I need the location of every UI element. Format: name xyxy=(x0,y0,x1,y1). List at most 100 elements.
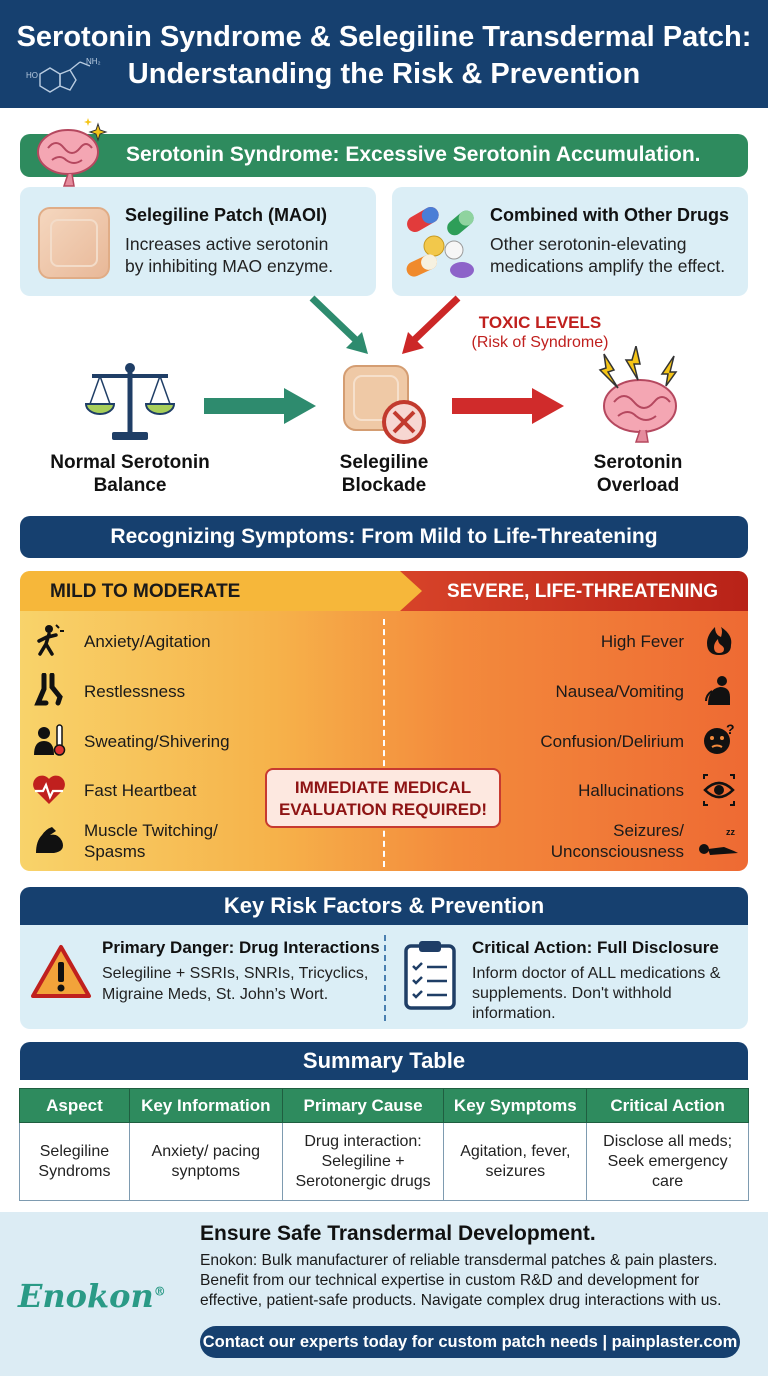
mild-symptom-3: Sweating/Shivering xyxy=(84,732,230,751)
flow-label-blockade: Selegiline Blockade xyxy=(294,451,474,497)
eye-icon xyxy=(703,774,735,806)
severe-symptom-5-line1: Seizures/ xyxy=(613,821,684,840)
warning-icon xyxy=(31,945,91,998)
cell-primary-cause-line1: Drug interaction: xyxy=(304,1132,422,1150)
flow-label-normal-line1: Normal Serotonin xyxy=(50,452,210,473)
toxic-levels-sub: (Risk of Syndrome) xyxy=(471,334,609,351)
footer-body-line3: effective, patient-safe products. Naviga… xyxy=(200,1292,722,1309)
registered-mark: ® xyxy=(153,1284,166,1299)
summary-table: Aspect Key Information Primary Cause Key… xyxy=(19,1088,749,1201)
danger-desc-line1: Selegiline + SSRIs, SNRIs, Tricyclics, xyxy=(102,965,369,982)
severe-symptom-3: Confusion/Delirium xyxy=(540,732,684,751)
pills-icon xyxy=(406,207,474,278)
flow-label-normal-line2: Balance xyxy=(93,475,167,496)
agitated-person-icon xyxy=(37,624,64,656)
col-header-key-info: Key Information xyxy=(128,1088,283,1123)
risk-divider xyxy=(384,935,386,1021)
selegiline-patch-desc-line1: Increases active serotonin xyxy=(125,234,329,254)
header-chevron xyxy=(400,571,422,611)
action-desc-line3: information. xyxy=(472,1005,556,1022)
col-header-key-symptoms: Key Symptoms xyxy=(443,1088,588,1123)
svg-text:HO: HO xyxy=(26,71,38,80)
selegiline-patch-desc-line2: by inhibiting MAO enzyme. xyxy=(125,256,334,276)
cell-critical-action-line2: Seek emergency xyxy=(607,1152,728,1170)
severe-symptom-5-line2: Unconsciousness xyxy=(550,842,684,861)
mild-header-bar xyxy=(20,571,400,611)
svg-text:NH₂: NH₂ xyxy=(86,57,101,66)
flame-icon xyxy=(707,627,732,655)
action-title: Critical Action: Full Disclosure xyxy=(472,938,719,957)
flow-arrow-green xyxy=(204,388,316,424)
mild-symptom-2: Restlessness xyxy=(84,682,186,701)
serotonin-syndrome-title: Serotonin Syndrome: Excessive Serotonin … xyxy=(126,143,701,166)
danger-desc-line2: Migraine Meds, St. John’s Wort. xyxy=(102,986,329,1003)
overloaded-brain-icon xyxy=(598,346,678,443)
other-drugs-desc-line2: medications amplify the effect. xyxy=(490,256,726,276)
danger-title: Primary Danger: Drug Interactions xyxy=(102,938,380,957)
cell-critical-action-line1: Disclose all meds; xyxy=(603,1132,733,1150)
svg-text:zz: zz xyxy=(726,827,736,837)
cell-key-info-line1: Anxiety/ pacing xyxy=(151,1142,261,1160)
flow-label-normal: Normal Serotonin Balance xyxy=(40,451,220,497)
patch-icon xyxy=(38,207,110,279)
col-header-primary-cause: Primary Cause xyxy=(281,1088,445,1123)
restless-legs-icon xyxy=(34,673,63,706)
medical-alert-box: IMMEDIATE MEDICAL EVALUATION REQUIRED! xyxy=(265,768,501,828)
risk-banner: Key Risk Factors & Prevention xyxy=(20,887,748,925)
cell-critical-action-line3: care xyxy=(652,1172,684,1190)
page-title-line2: Understanding the Risk & Prevention xyxy=(127,58,641,90)
mild-symptom-5-line2: Spasms xyxy=(84,842,146,861)
molecule-icon: HO NH₂ xyxy=(26,57,101,93)
confused-face-icon: ? xyxy=(704,723,735,754)
action-desc-line2: supplements. Don't withhold xyxy=(472,985,672,1002)
selegiline-patch-title: Selegiline Patch (MAOI) xyxy=(125,205,328,225)
footer-body: Enokon: Bulk manufacturer of reliable tr… xyxy=(200,1251,755,1311)
serotonin-syndrome-banner: Serotonin Syndrome: Excessive Serotonin … xyxy=(20,134,748,177)
cell-aspect: Selegiline Syndroms xyxy=(19,1122,130,1201)
enokon-logo: Enokon® xyxy=(18,1277,166,1315)
cell-key-symptoms-line1: Agitation, fever, xyxy=(460,1142,571,1160)
severe-symptom-4: Hallucinations xyxy=(578,781,684,800)
cell-key-info-line2: synptoms xyxy=(171,1162,241,1180)
severe-header: SEVERE, LIFE-THREATENING xyxy=(447,581,718,602)
enokon-logo-text: Enokon xyxy=(18,1277,154,1315)
symptoms-divider xyxy=(383,619,385,867)
other-drugs-title: Combined with Other Drugs xyxy=(490,205,730,225)
mild-symptom-1: Anxiety/Agitation xyxy=(84,632,211,651)
col-header-critical-action: Critical Action xyxy=(586,1088,749,1123)
converging-arrows xyxy=(309,295,461,354)
action-desc-line1: Inform doctor of ALL medications & xyxy=(472,965,721,982)
cell-aspect-line2: Syndroms xyxy=(38,1162,111,1180)
summary-header-row: Aspect Key Information Primary Cause Key… xyxy=(19,1088,749,1123)
footer-body-line2: Benefit from our technical expertise in … xyxy=(200,1272,700,1289)
vomiting-person-icon xyxy=(705,676,730,705)
symptoms-banner: Recognizing Symptoms: From Mild to Life-… xyxy=(20,516,748,558)
toxic-levels-label: TOXIC LEVELS xyxy=(478,313,602,332)
flow-arrow-red xyxy=(452,388,564,424)
footer-title: Ensure Safe Transdermal Development. xyxy=(200,1222,596,1245)
collapsed-person-icon: zz xyxy=(699,827,738,855)
brain-sparkle-icon xyxy=(37,118,108,187)
cell-aspect-line1: Selegiline xyxy=(39,1142,110,1160)
mild-symptom-5: Muscle Twitching/ Spasms xyxy=(84,820,218,862)
footer-body-line1: Enokon: Bulk manufacturer of reliable tr… xyxy=(200,1252,718,1269)
mild-header: MILD TO MODERATE xyxy=(50,581,241,602)
flow-label-overload-line2: Overload xyxy=(596,475,680,496)
cell-key-symptoms-line2: seizures xyxy=(485,1162,546,1180)
mild-symptom-4: Fast Heartbeat xyxy=(84,781,197,800)
cell-primary-cause-line2: Selegiline + xyxy=(321,1152,405,1170)
clipboard-checklist-icon xyxy=(404,941,456,1010)
mild-symptom-5-line1: Muscle Twitching/ xyxy=(84,821,218,840)
cell-key-symptoms: Agitation, fever, seizures xyxy=(443,1122,588,1201)
table-row: Selegiline Syndroms Anxiety/ pacing synp… xyxy=(19,1122,749,1201)
severe-symptom-2: Nausea/Vomiting xyxy=(555,682,684,701)
balance-scale-icon xyxy=(84,363,176,440)
severe-header-bar xyxy=(380,571,748,611)
cell-critical-action: Disclose all meds; Seek emergency care xyxy=(586,1122,749,1201)
heartbeat-icon xyxy=(33,775,65,804)
contact-cta-button[interactable]: Contact our experts today for custom pat… xyxy=(200,1326,740,1358)
muscle-arm-icon xyxy=(36,827,63,853)
severe-symptom-5: Seizures/ Unconsciousness xyxy=(551,820,684,862)
summary-banner: Summary Table xyxy=(20,1042,748,1080)
severe-symptom-1: High Fever xyxy=(600,632,684,651)
